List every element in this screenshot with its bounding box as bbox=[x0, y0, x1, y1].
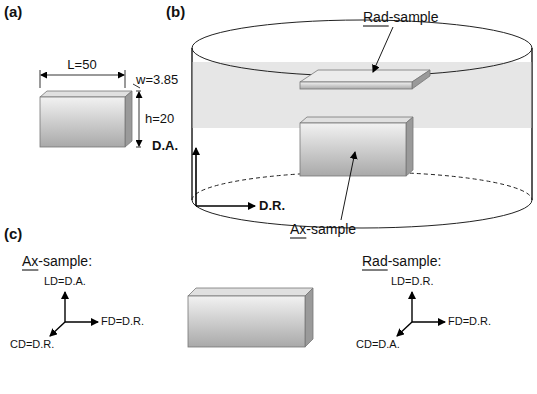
underline bbox=[290, 238, 306, 239]
underline bbox=[363, 26, 389, 27]
sample-heading: Ax-sample: bbox=[22, 254, 92, 269]
axis-label: CD=D.R. bbox=[10, 338, 54, 350]
leader-lines bbox=[341, 27, 393, 220]
direction-label: D.R. bbox=[259, 199, 285, 213]
rad-triad bbox=[397, 292, 445, 336]
axis-label: LD=D.R. bbox=[391, 275, 434, 287]
panel-label: (b) bbox=[166, 4, 185, 21]
sample-heading: Rad-sample: bbox=[362, 254, 441, 269]
dimension: w=3.85 bbox=[136, 73, 178, 87]
cylinder bbox=[192, 20, 532, 228]
axis-label: LD=D.A. bbox=[44, 275, 86, 287]
panel-label: (a) bbox=[4, 4, 22, 21]
ax-triad bbox=[50, 292, 98, 336]
ax-sample-box bbox=[300, 117, 413, 176]
direction-label: D.A. bbox=[152, 139, 178, 153]
dimension: L=50 bbox=[67, 58, 96, 72]
axis-label: CD=D.A. bbox=[356, 338, 400, 350]
axis-label: FD=D.R. bbox=[101, 315, 144, 327]
underline bbox=[22, 270, 38, 271]
panel-label: (c) bbox=[4, 226, 22, 243]
sample-label: Ax-sample bbox=[290, 222, 356, 237]
rad-sample-plate bbox=[300, 70, 430, 89]
sample-label: Rad-sample bbox=[363, 10, 438, 25]
underline bbox=[362, 270, 388, 271]
axis-label: FD=D.R. bbox=[448, 315, 491, 327]
sample-box bbox=[40, 91, 132, 147]
dimension: h=20 bbox=[145, 112, 174, 126]
dimension-lines bbox=[40, 70, 141, 147]
c-sample-box bbox=[188, 288, 313, 347]
direction-axes bbox=[196, 148, 255, 206]
